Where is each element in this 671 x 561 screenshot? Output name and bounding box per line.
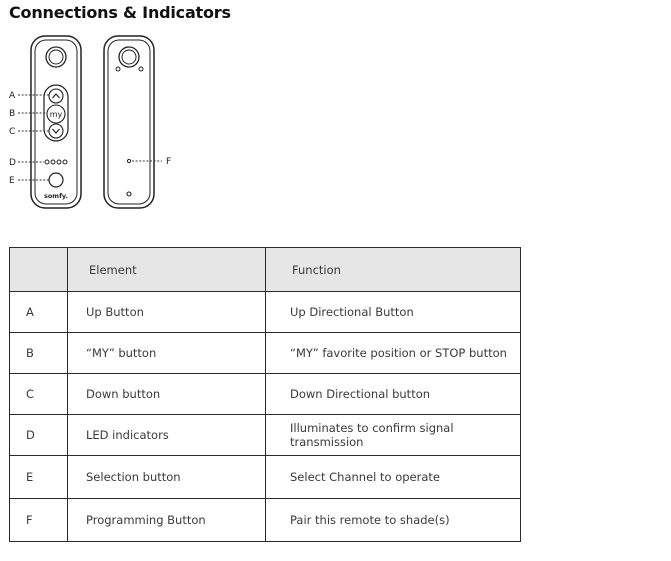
selection-button-icon [48,172,64,188]
programming-button-icon [126,158,132,164]
row-id: D [9,414,68,456]
header-id [9,247,68,292]
label-b: B [9,109,15,119]
up-button-icon [48,88,64,104]
table-header-row: Element Function [9,247,521,292]
row-function: Illuminates to confirm signal transmissi… [265,414,521,456]
back-bottom-hole-icon [126,191,132,197]
remote-back-inner [107,39,151,205]
row-element: LED indicators [67,414,266,456]
row-element: Selection button [67,455,266,499]
remote-top-button-icon [45,46,67,68]
table-row: F Programming Button Pair this remote to… [9,498,521,542]
row-element: “MY” button [67,332,266,374]
row-function: Down Directional button [265,373,521,415]
row-function: Select Channel to operate [265,455,521,499]
remote-diagram: my somfy. A B C D [9,35,171,209]
remote-front-body [30,35,82,209]
table-row: D LED indicators Illuminates to confirm … [9,414,521,456]
remote-front-inner [34,39,78,205]
row-id: B [9,332,68,374]
connections-table: Element Function A Up Button Up Directio… [9,247,521,542]
page-title: Connections & Indicators [9,3,231,22]
led-indicators-icon [44,159,68,165]
table-row: A Up Button Up Directional Button [9,291,521,333]
my-button-icon [46,104,66,124]
leader-lines [18,94,162,181]
row-element: Down button [67,373,266,415]
label-d: D [9,158,16,168]
label-f: F [166,157,171,167]
label-a: A [9,91,16,101]
row-function: Pair this remote to shade(s) [265,498,521,542]
header-function: Function [265,247,521,292]
row-function: “MY” favorite position or STOP button [265,332,521,374]
remote-front: my somfy. [30,35,82,209]
header-element: Element [67,247,266,292]
brand-logo: somfy. [44,192,68,200]
diagram-labels: A B C D E F [9,91,171,186]
back-top-ring-icon [118,46,140,68]
row-id: E [9,455,68,499]
remote-back [103,35,155,209]
table-row: B “MY” button “MY” favorite position or … [9,332,521,374]
row-element: Programming Button [67,498,266,542]
my-button-text: my [50,110,63,119]
label-e: E [9,176,15,186]
table-row: E Selection button Select Channel to ope… [9,455,521,499]
table-row: C Down button Down Directional button [9,373,521,415]
remote-back-body [103,35,155,209]
label-c: C [9,127,15,137]
row-function: Up Directional Button [265,291,521,333]
row-id: F [9,498,68,542]
row-element: Up Button [67,291,266,333]
down-button-icon [48,123,64,139]
row-id: A [9,291,68,333]
row-id: C [9,373,68,415]
